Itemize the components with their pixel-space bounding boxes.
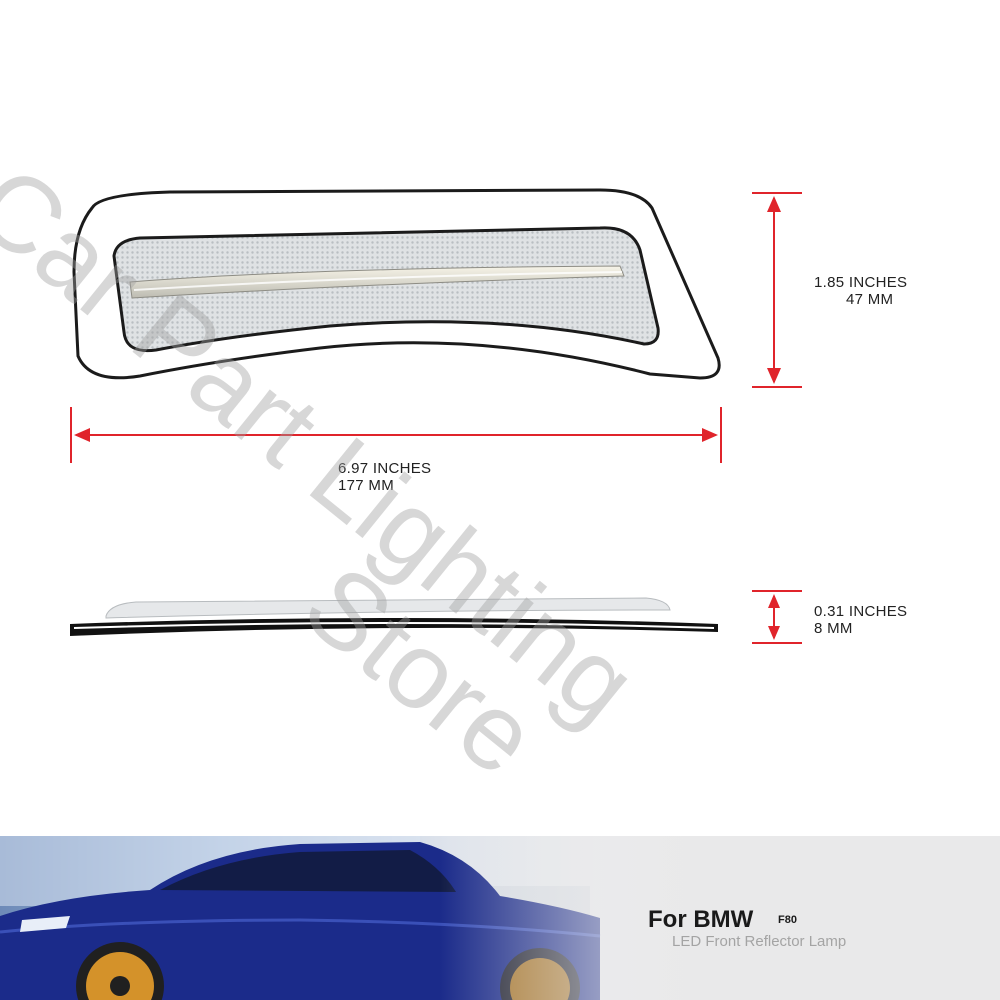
side-lamp-view [70, 597, 718, 636]
length-inches: 6.97 INCHES [338, 460, 432, 477]
banner-title: For BMW [648, 906, 754, 933]
length-mm: 177 MM [338, 477, 394, 494]
thickness-label: 0.31 INCHES 8 MM [814, 603, 907, 637]
front-lamp-view [72, 188, 721, 380]
side-base [70, 618, 718, 636]
thickness-mm: 8 MM [814, 620, 853, 637]
height-inches: 1.85 INCHES [814, 274, 908, 291]
side-lens [105, 597, 671, 619]
banner [0, 836, 1000, 1000]
banner-model: F80 [778, 914, 797, 926]
height-mm: 47 MM [846, 291, 894, 308]
car-banner-image [0, 836, 1000, 1000]
length-dimension-arrow [70, 407, 722, 463]
banner-subtitle: LED Front Reflector Lamp [672, 933, 847, 950]
height-dimension-arrow [752, 192, 802, 388]
lamp-lens [112, 226, 660, 353]
height-label: 1.85 INCHES 47 MM [814, 274, 907, 308]
length-label: 6.97 INCHES 177 MM [338, 460, 431, 494]
thickness-dimension-arrow [752, 590, 802, 644]
thickness-inches: 0.31 INCHES [814, 603, 908, 620]
